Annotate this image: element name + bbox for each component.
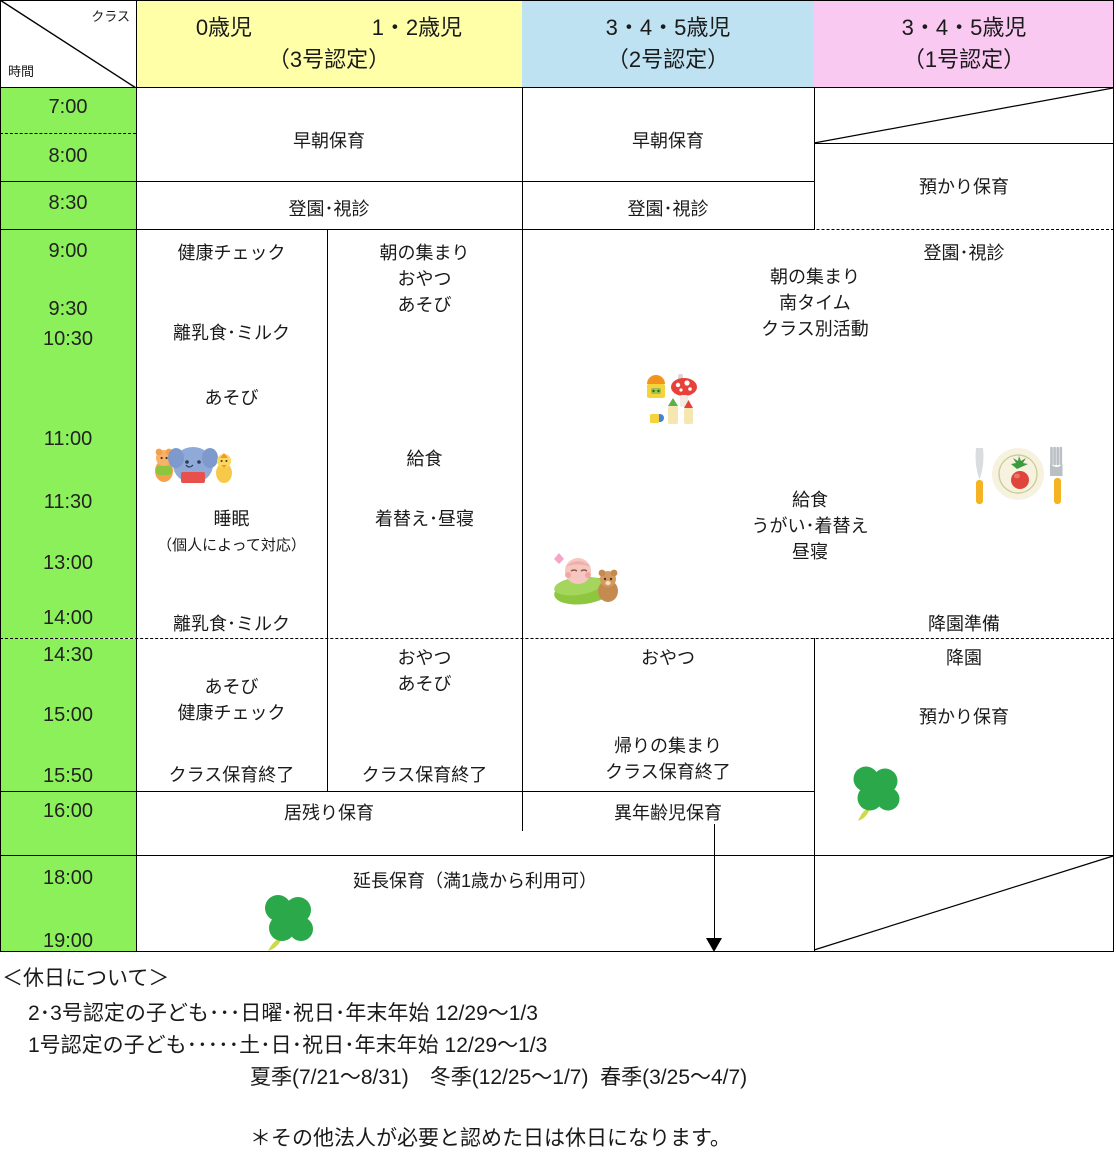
footer-line-1: 2･3号認定の子ども･･･日曜･祝日･年末年始 12/29〜1/3	[28, 1002, 538, 1025]
time-label-0900: 9:00	[48, 240, 88, 262]
cell-snack-345: おやつ	[641, 648, 695, 668]
corner-class-label: クラス	[91, 9, 130, 24]
grid-vline-col3-col4-bottom	[814, 638, 815, 952]
header-col-345-1gou: 3・4・5歳児 （1号認定）	[814, 0, 1114, 88]
grid-line-0830	[0, 181, 814, 182]
cell-sleep-0: 睡眠	[213, 509, 250, 529]
cell-class-end-12: クラス保育終了	[361, 765, 488, 785]
header-col-3gou-sub: （3号認定）	[267, 47, 391, 72]
time-label-0800: 8:00	[48, 145, 88, 167]
time-label-1300: 13:00	[42, 552, 94, 574]
cell-play-health-0: あそび 健康チェック	[177, 677, 286, 724]
elephant-toy-icon	[155, 447, 232, 483]
grid-line-1800	[0, 855, 1114, 856]
diagonal-divider-icon	[0, 0, 137, 89]
time-label-1550: 15:50	[42, 765, 94, 787]
time-label-0930: 9:30	[48, 298, 88, 320]
diagonal-blank-top-right-icon	[814, 88, 1114, 144]
grid-line-1600	[0, 791, 814, 792]
down-arrow-shaft	[714, 824, 715, 942]
time-label-1430: 14:30	[42, 644, 94, 666]
cell-class-end-0: クラス保育終了	[168, 765, 295, 785]
diagonal-blank-bottom-right-icon	[814, 856, 1114, 951]
cell-arrival-pink: 登園･視診	[923, 243, 1005, 263]
footer-line-3: 夏季(7/21〜8/31) 冬季(12/25〜1/7) 春季(3/25〜4/7)	[250, 1066, 748, 1089]
sleeping-child-icon	[554, 553, 618, 605]
grid-vline-col3-col4-top	[814, 87, 815, 230]
header-col-345-2gou: 3・4・5歳児 （2号認定）	[522, 0, 814, 88]
cell-extended-care-all: 延長保育（満1歳から利用可）	[352, 871, 597, 891]
cell-nap-12: 着替え･昼寝	[375, 509, 474, 529]
cell-snack-12: おやつ あそび	[397, 648, 452, 695]
cell-early-care-preschool: 早朝保育	[632, 131, 704, 151]
cell-extended-care-pink-pm: 預かり保育	[919, 707, 1009, 727]
grid-vline-col2-col3	[522, 87, 523, 831]
time-label-1600: 16:00	[42, 800, 94, 822]
time-label-1030: 10:30	[42, 328, 94, 350]
cell-arrival-preschool: 登園･視診	[627, 199, 709, 219]
grid-vline-col1-col2	[327, 230, 328, 791]
cell-stay-care: 居残り保育	[284, 803, 374, 823]
cell-morning-gathering-12: 朝の集まり おやつ あそび	[379, 243, 470, 316]
cell-early-care-infant: 早朝保育	[293, 131, 365, 151]
toy-blocks-icon	[647, 374, 697, 424]
cell-arrival-infant: 登園･視診	[288, 199, 370, 219]
footer-line-4: ＊その他法人が必要と認めた日は休日になります。	[250, 1127, 731, 1150]
header-col-345-2gou-name: 3・4・5歳児	[605, 15, 731, 41]
cell-return-gathering-345: 帰りの集まり クラス保育終了	[605, 736, 731, 783]
time-label-1900: 19:00	[42, 930, 94, 952]
header-col-345-2gou-sub: （2号認定）	[606, 47, 730, 72]
grid-hdash-1430	[0, 638, 1114, 639]
time-label-1500: 15:00	[42, 704, 94, 726]
corner-time-label: 時間	[8, 64, 35, 79]
down-arrow-head-icon	[706, 938, 722, 952]
header-col-0sai: 0歳児	[195, 15, 253, 41]
footer-title: ＜休日について＞	[2, 967, 170, 990]
cell-go-home-pink: 降園	[946, 648, 982, 668]
header-col-345-1gou-name: 3・4・5歳児	[901, 15, 1027, 41]
clover-right-icon	[853, 766, 900, 821]
grid-line-top	[0, 0, 1114, 1]
header-col-345-1gou-sub: （1号認定）	[902, 47, 1026, 72]
footer-line-2: 1号認定の子ども･････土･日･祝日･年末年始 12/29〜1/3	[28, 1034, 548, 1057]
time-label-0700: 7:00	[48, 96, 88, 118]
grid-line-header-bottom	[0, 87, 1114, 88]
plate-cutlery-icon	[975, 446, 1063, 504]
cell-extended-care-pink: 預かり保育	[919, 177, 1009, 197]
grid-hdash-0900-right	[522, 229, 1114, 230]
time-column	[0, 88, 136, 952]
time-label-1400: 14:00	[42, 607, 94, 629]
cell-sleep-0-note: （個人によって対応）	[157, 537, 306, 554]
cell-go-home-prep: 降園準備	[928, 614, 1000, 634]
grid-line-left	[0, 0, 1, 952]
header-group-nursery: 0歳児 1・2歳児 （3号認定）	[136, 0, 522, 88]
grid-line-right	[1113, 0, 1114, 952]
grid-vline-timecol	[136, 0, 137, 952]
cell-play-am: あそび	[204, 388, 259, 408]
grid-line-0900	[0, 229, 814, 230]
time-label-0830: 8:30	[48, 192, 88, 214]
cell-weaning-milk-pm: 離乳食･ミルク	[173, 614, 290, 634]
grid-line-pink-azukari	[814, 143, 1114, 144]
cell-lunch-345: 給食 うがい･着替え 昼寝	[751, 490, 869, 563]
time-label-1130: 11:30	[43, 491, 93, 513]
clover-left-icon	[265, 895, 313, 951]
cell-morning-gathering-345: 朝の集まり 南タイム クラス別活動	[761, 267, 869, 340]
time-label-1800: 18:00	[42, 867, 94, 889]
grid-line-bottom	[0, 951, 1114, 952]
header-col-12sai: 1・2歳児	[371, 15, 463, 41]
cell-lunch-12: 給食	[406, 449, 443, 469]
grid-hdash-0800	[0, 133, 136, 134]
time-label-1100: 11:00	[43, 428, 93, 450]
corner-header-cell: クラス 時間	[0, 0, 137, 89]
cell-health-check: 健康チェック	[177, 243, 286, 263]
cell-weaning-milk-am: 離乳食･ミルク	[173, 323, 290, 343]
cell-mixed-age-care: 異年齢児保育	[614, 803, 722, 823]
